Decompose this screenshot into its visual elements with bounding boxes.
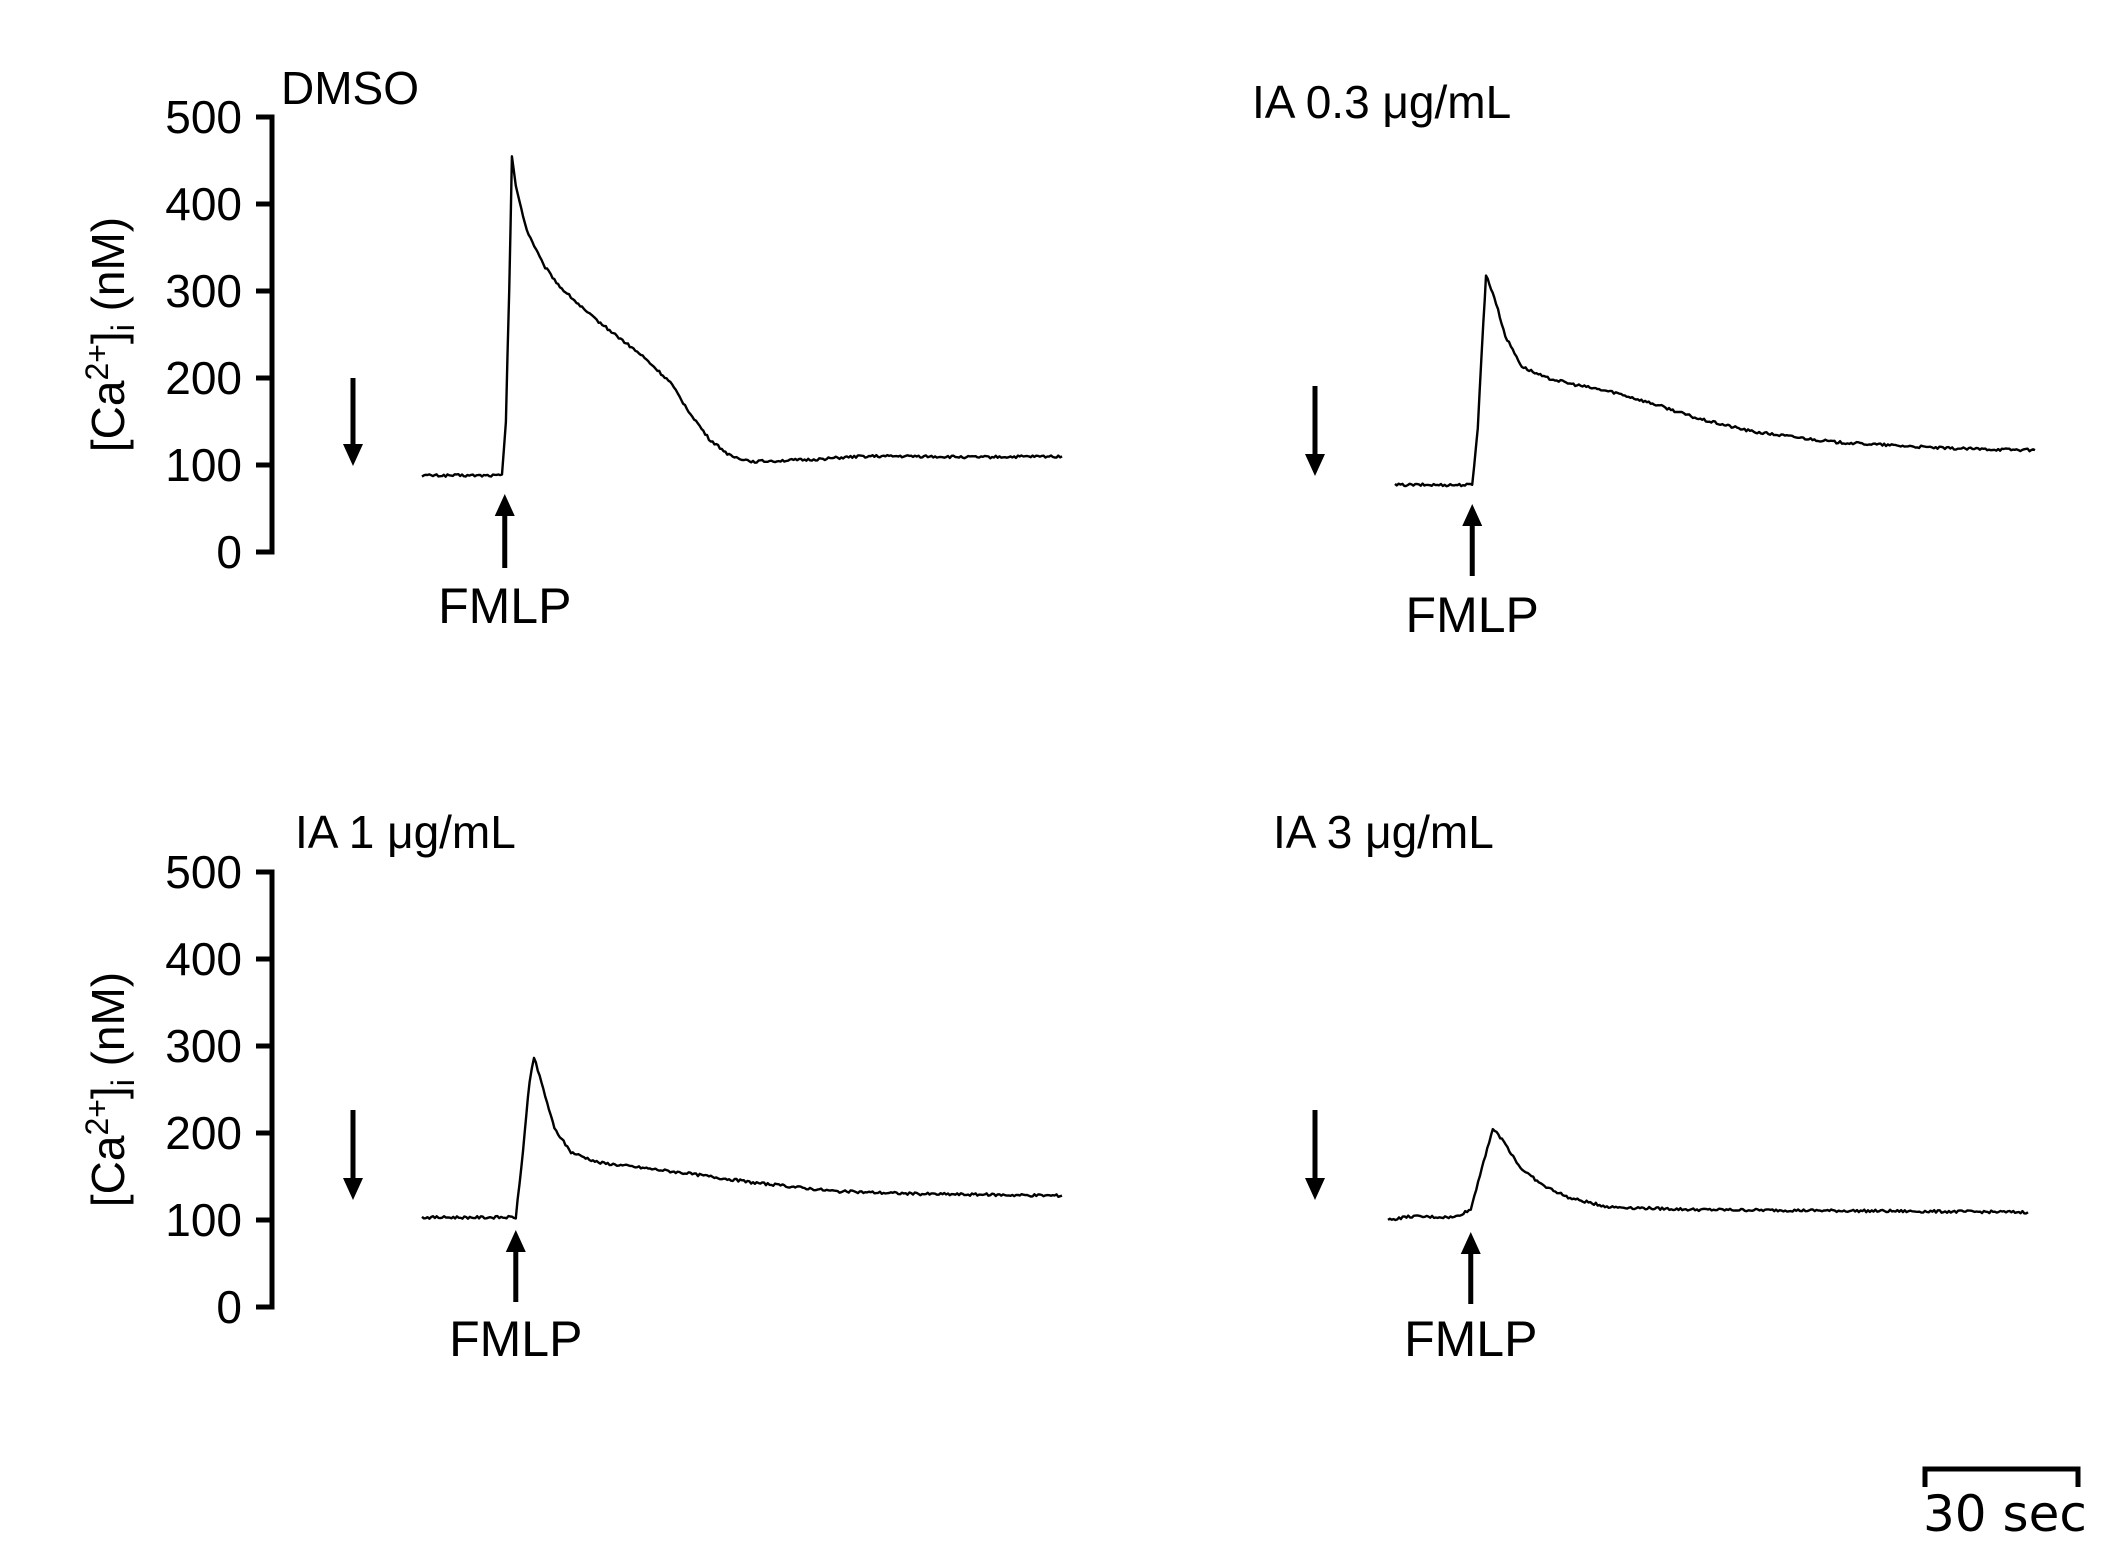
y-axis-label: [Ca2+]i (nM) — [79, 217, 141, 452]
treatment-down-arrow — [1305, 386, 1325, 476]
calcium-trace — [1394, 274, 2036, 488]
y-axis-label-superscript: 2+ — [79, 1099, 115, 1135]
scale-bar-label: 30 sec — [1923, 1485, 2087, 1543]
y-tick-label: 400 — [165, 933, 242, 985]
y-axis-label-bracket: ] — [82, 331, 134, 344]
y-axis-label-bracket: ] — [82, 1086, 134, 1099]
panel-title: IA 1 μg/mL — [295, 806, 516, 858]
y-axis-label-unit: (nM) — [82, 972, 134, 1079]
panel-title: DMSO — [281, 62, 419, 114]
y-tick-label: 0 — [216, 1281, 242, 1333]
calcium-trace — [1387, 1127, 2029, 1222]
y-tick-label: 300 — [165, 265, 242, 317]
panel-2: IA 0.3 μg/mL FMLP — [1252, 76, 2036, 643]
y-axis-line — [256, 869, 275, 1310]
y-axis-label-subscript: i — [105, 1079, 141, 1086]
y-axis: 0 100 200 300 400 500 [Ca2+]i (nM) — [79, 846, 275, 1333]
fmlp-up-arrow — [1462, 504, 1483, 576]
fmlp-label: FMLP — [1404, 1311, 1537, 1367]
panel-1: DMSO 0 100 200 300 400 500 [Ca2+]i (nM) FMLP — [79, 62, 1063, 634]
y-axis-label-subscript: i — [105, 324, 141, 331]
y-tick-label: 200 — [165, 352, 242, 404]
y-axis-label-superscript: 2+ — [79, 344, 115, 380]
time-scale-bar: 30 sec — [1922, 1466, 2087, 1543]
fmlp-up-arrow — [1460, 1232, 1481, 1304]
treatment-down-arrow — [343, 1110, 363, 1200]
panel-title: IA 3 μg/mL — [1273, 806, 1494, 858]
y-axis-label-unit: (nM) — [82, 217, 134, 324]
fmlp-label: FMLP — [449, 1311, 582, 1367]
y-axis-label-prefix: [Ca — [82, 380, 134, 452]
panel-title: IA 0.3 μg/mL — [1252, 76, 1511, 128]
fmlp-up-arrow — [494, 494, 515, 568]
panel-4: IA 3 μg/mL FMLP — [1273, 806, 2029, 1367]
y-tick-label: 500 — [165, 846, 242, 898]
y-tick-label: 300 — [165, 1020, 242, 1072]
y-axis-line — [256, 114, 275, 555]
y-axis: 0 100 200 300 400 500 [Ca2+]i (nM) — [79, 91, 275, 578]
scale-bar-line — [1922, 1466, 2081, 1487]
calcium-trace — [421, 1056, 1063, 1220]
y-tick-label: 400 — [165, 178, 242, 230]
treatment-down-arrow — [1305, 1110, 1325, 1200]
calcium-trace — [421, 155, 1063, 478]
y-axis-label-prefix: [Ca — [82, 1135, 134, 1207]
fmlp-up-arrow — [505, 1230, 526, 1302]
fmlp-label: FMLP — [1406, 587, 1539, 643]
y-tick-label: 100 — [165, 439, 242, 491]
y-tick-label: 500 — [165, 91, 242, 143]
panel-3: IA 1 μg/mL 0 100 200 300 400 500 [Ca2+]i (nM) FM… — [79, 806, 1063, 1367]
y-tick-label: 0 — [216, 526, 242, 578]
y-tick-label: 100 — [165, 1194, 242, 1246]
fmlp-label: FMLP — [438, 578, 571, 634]
y-tick-label: 200 — [165, 1107, 242, 1159]
y-axis-label: [Ca2+]i (nM) — [79, 972, 141, 1207]
treatment-down-arrow — [343, 378, 363, 466]
